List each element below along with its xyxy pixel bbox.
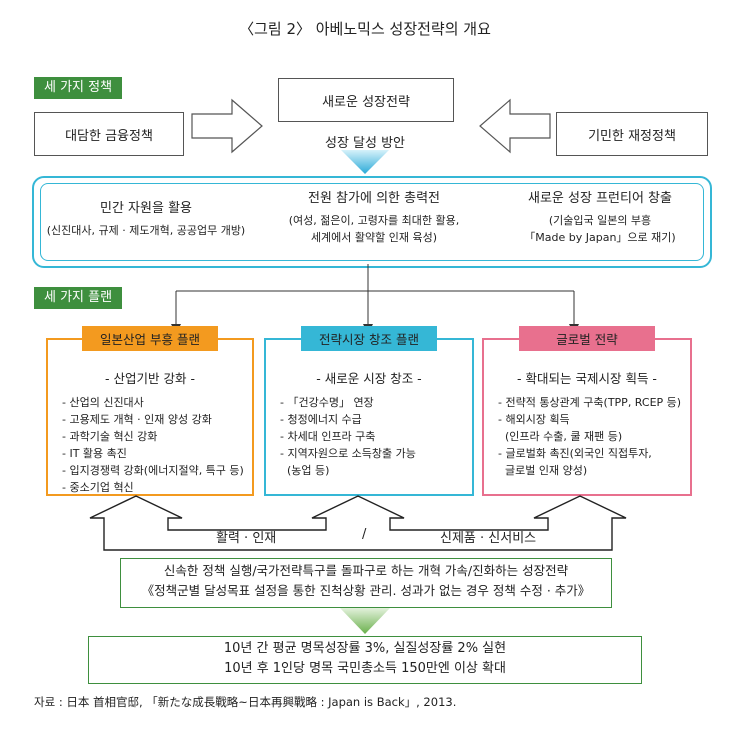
down-arrow-gradient-icon	[341, 150, 389, 174]
plan-item: 글로벌 인재 양성)	[498, 464, 588, 477]
plan-item: - IT 활용 촉진	[62, 447, 127, 460]
goal-line: 10년 간 평균 명목성장률 3%, 실질성장률 2% 실현	[223, 641, 507, 656]
goal-line: 10년 후 1인당 명목 국민총소득 150만엔 이상 확대	[224, 661, 506, 676]
monetary-policy-label: 대담한 금융정책	[65, 128, 153, 144]
approach-main: 민간 자원을 활용	[100, 201, 192, 216]
feedback-left-label: 활력 · 인재	[216, 531, 277, 546]
plan-item: - 전략적 통상관계 구축(TPP, RCEP 등)	[498, 396, 682, 409]
plan-item-list: - 전략적 통상관계 구축(TPP, RCEP 등) - 해외시장 획득 (인프…	[498, 394, 682, 479]
plan-item: - 입지경쟁력 강화(에너지절약, 특구 등)	[62, 464, 244, 477]
monetary-policy-box: 대담한 금융정책	[34, 112, 184, 156]
method-label: 성장 달성 방안	[324, 136, 406, 151]
plan-item: - 고용제도 개혁 · 인재 양성 강화	[62, 413, 212, 426]
feedback-right-label: 신제품 · 신서비스	[440, 531, 537, 546]
approach-sub: (신진대사, 규제 · 제도개혁, 공공업무 개방)	[46, 224, 246, 237]
three-policies-tag: 세 가지 정책	[34, 77, 123, 99]
approach-new-frontier: 새로운 성장 프런티어 창출 (기술입국 일본의 부흥 「Made by Jap…	[502, 190, 698, 246]
fiscal-policy-box: 기민한 재정정책	[556, 112, 708, 156]
plan-item: - 산업의 신진대사	[62, 396, 144, 409]
approach-sub: (기술입국 일본의 부흥	[548, 214, 652, 227]
goals-box: 10년 간 평균 명목성장률 3%, 실질성장률 2% 실현 10년 후 1인당…	[88, 636, 642, 684]
plan-item: - 과학기술 혁신 강화	[62, 430, 158, 443]
reform-line: 《정책군별 달성목표 설정을 통한 진척상황 관리. 성과가 없는 경우 정책 …	[141, 583, 591, 598]
plan-global-strategy: 글로벌 전략 - 확대되는 국제시장 획득 - - 전략적 통상관계 구축(TP…	[482, 326, 692, 496]
reform-box: 신속한 정책 실행/국가전략특구를 돌파구로 하는 개혁 가속/진화하는 성장전…	[120, 558, 612, 608]
plan-item: - 지역자원으로 소득창출 가능	[280, 447, 416, 460]
plan-strategic-market: 전략시장 창조 플랜 - 새로운 시장 창조 - - 「건강수명」 연장 - 청…	[264, 326, 474, 496]
plan-title: 글로벌 전략	[519, 326, 655, 351]
plan-item: - 중소기업 혁신	[62, 481, 134, 494]
plan-title: 일본산업 부흥 플랜	[82, 326, 218, 351]
plan-item: - 차세대 인프라 구축	[280, 430, 376, 443]
down-arrow-green-icon	[340, 608, 390, 634]
approach-sub: 세계에서 활약할 인재 육성)	[310, 231, 438, 244]
growth-strategy-box: 새로운 성장전략	[278, 78, 454, 122]
approaches-panel: 민간 자원을 활용 (신진대사, 규제 · 제도개혁, 공공업무 개방) 전원 …	[32, 176, 712, 268]
plan-item-list: - 「건강수명」 연장 - 청정에너지 수급 - 차세대 인프라 구축 - 지역…	[280, 394, 464, 479]
approach-sub: 「Made by Japan」으로 재기)	[524, 231, 676, 244]
reform-line: 신속한 정책 실행/국가전략특구를 돌파구로 하는 개혁 가속/진화하는 성장전…	[163, 563, 569, 578]
approach-private-resources: 민간 자원을 활용 (신진대사, 규제 · 제도개혁, 공공업무 개방)	[38, 200, 254, 239]
plan-item: - 해외시장 획득	[498, 413, 570, 426]
figure-title: 〈그림 2〉 아베노믹스 성장전략의 개요	[239, 20, 491, 38]
plan-item: (인프라 수출, 쿨 재팬 등)	[498, 430, 623, 443]
feedback-slash: /	[362, 527, 367, 542]
plan-item: (농업 등)	[280, 464, 330, 477]
source-note: 자료 : 日本 首相官邸, 「新たな成長戰略~日本再興戰略 : Japan is…	[34, 695, 457, 709]
plan-item-list: - 산업의 신진대사 - 고용제도 개혁 · 인재 양성 강화 - 과학기술 혁…	[62, 394, 244, 496]
plan-title: 전략시장 창조 플랜	[301, 326, 437, 351]
approach-all-participation: 전원 참가에 의한 총력전 (여성, 젊은이, 고령자를 최대한 활용, 세계에…	[264, 190, 484, 246]
plan-subtitle: - 확대되는 국제시장 획득 -	[517, 371, 657, 386]
plan-item: - 글로벌화 촉진(외국인 직접투자,	[498, 447, 652, 460]
fiscal-policy-label: 기민한 재정정책	[588, 128, 676, 144]
plan-industry-revival: 일본산업 부흥 플랜 - 산업기반 강화 - - 산업의 신진대사 - 고용제도…	[46, 326, 254, 496]
three-plans-tag: 세 가지 플랜	[34, 287, 123, 309]
plan-subtitle: - 산업기반 강화 -	[105, 371, 195, 386]
plan-item: - 「건강수명」 연장	[280, 396, 374, 409]
plan-subtitle: - 새로운 시장 창조 -	[316, 371, 422, 386]
approach-sub: (여성, 젊은이, 고령자를 최대한 활용,	[288, 214, 460, 227]
growth-strategy-label: 새로운 성장전략	[322, 94, 410, 110]
approach-main: 새로운 성장 프런티어 창출	[528, 191, 672, 206]
plan-item: - 청정에너지 수급	[280, 413, 362, 426]
feedback-arrows	[89, 495, 627, 551]
approach-main: 전원 참가에 의한 총력전	[308, 191, 440, 206]
approaches-inner-frame	[40, 183, 704, 261]
arrow-left-hollow-icon	[479, 98, 551, 154]
arrow-right-hollow-icon	[191, 98, 263, 154]
